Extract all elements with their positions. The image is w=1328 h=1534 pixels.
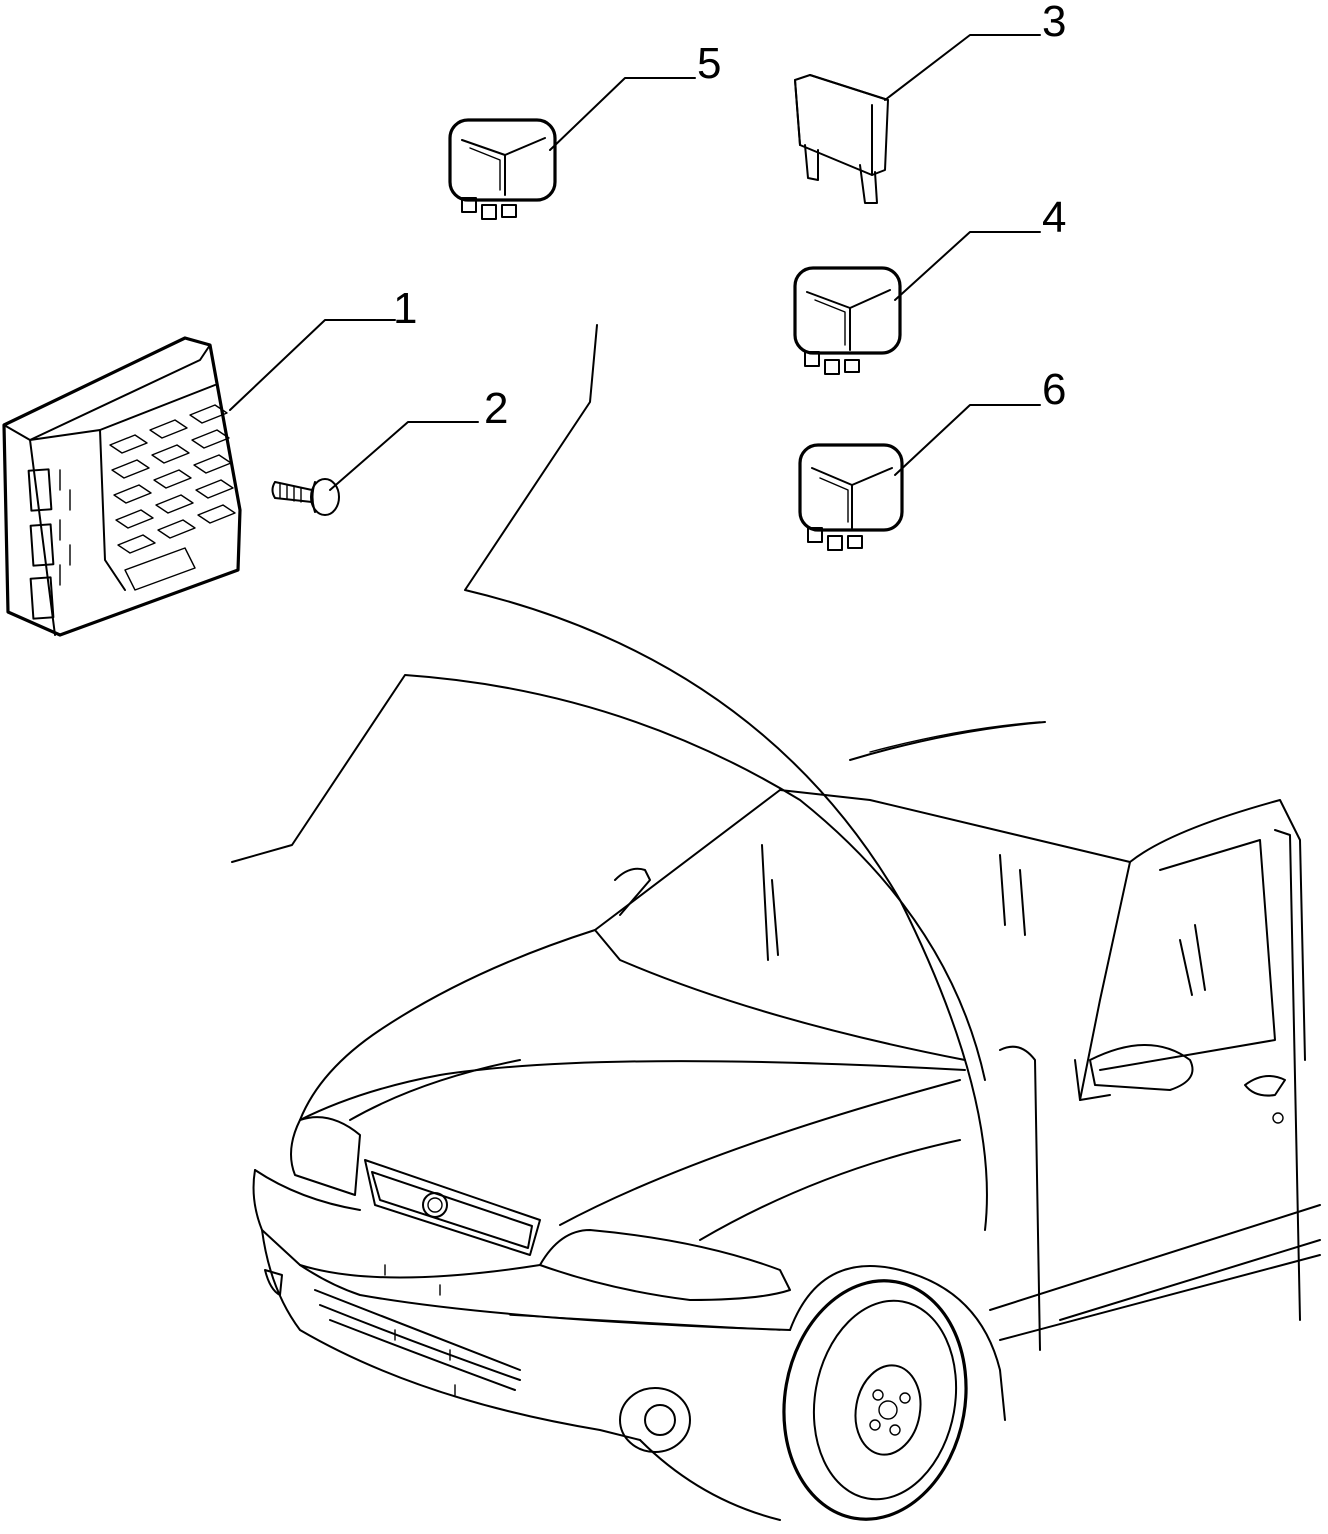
leader-line-3 [884,34,1041,101]
maxi-fuse-part [794,74,889,204]
callout-number-5: 5 [697,39,721,88]
callout-number-4: 4 [1042,193,1066,242]
relay-part-4 [793,266,902,375]
leader-line-4 [894,231,1041,301]
callout-number-2: 2 [484,384,508,433]
screw-part [271,478,340,516]
callout-number-6: 6 [1042,365,1066,414]
leader-line-5 [549,77,696,151]
relay-part-5 [448,118,557,220]
relay-part-6 [798,443,904,551]
callout-number-1: 1 [393,284,417,333]
leader-line-6 [894,404,1041,476]
car-illustration [252,721,1321,1521]
callout-number-3: 3 [1042,0,1066,46]
leader-line-1 [229,319,396,411]
leader-line-2 [329,421,479,491]
fuse-box-part [2,336,242,637]
leader-lines [229,34,1041,491]
location-pointer-lines [231,324,988,1231]
